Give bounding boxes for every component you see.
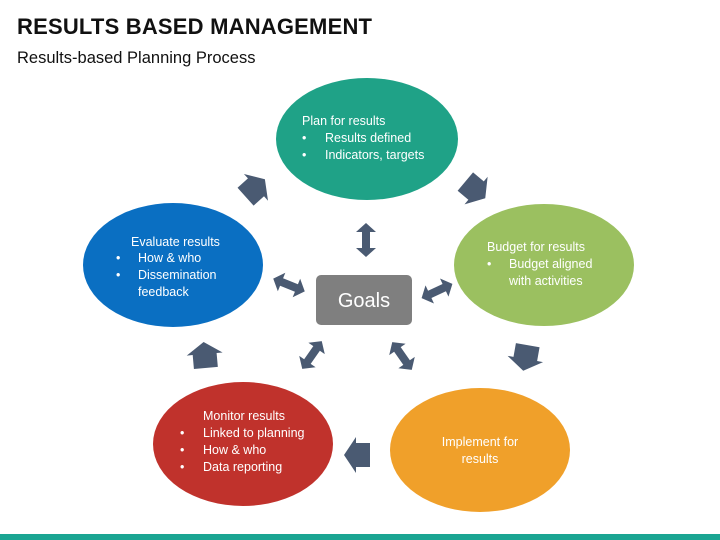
node-monitor-bullet: Linked to planning — [203, 426, 305, 440]
node-evaluate-bullet-mark: • — [116, 268, 120, 282]
node-plan-bullet-mark: • — [302, 131, 306, 145]
cycle-arrow-monitor-to-evaluate-icon — [185, 340, 224, 370]
cycle-arrow-evaluate-to-plan-icon — [233, 165, 277, 211]
node-monitor-bullet-mark: • — [180, 460, 184, 474]
node-plan-bullet: Indicators, targets — [325, 148, 424, 162]
goals-link-plan-icon — [356, 223, 376, 257]
node-evaluate-heading: Evaluate results — [131, 235, 220, 249]
goals-link-monitor-icon — [294, 335, 330, 375]
node-monitor-bullet: How & who — [203, 443, 266, 457]
node-budget-shape — [454, 204, 634, 326]
node-monitor-bullet-mark: • — [180, 426, 184, 440]
goals-link-budget-icon — [417, 274, 457, 308]
node-evaluate-bullet-mark: • — [116, 251, 120, 265]
node-plan-bullet: Results defined — [325, 131, 411, 145]
node-budget-heading: Budget for results — [487, 240, 585, 254]
node-implement-shape — [390, 388, 570, 512]
goals-link-implement-icon — [384, 336, 420, 376]
node-budget-bullet-mark: • — [487, 257, 491, 271]
node-implement: Implement for results — [390, 388, 570, 512]
node-monitor: Monitor results • Linked to planning • H… — [153, 382, 333, 506]
cycle-arrow-plan-to-budget-icon — [453, 167, 497, 213]
node-evaluate-bullet: How & who — [138, 251, 201, 265]
node-evaluate: Evaluate results • How & who • Dissemina… — [83, 203, 263, 327]
node-budget-bullet: Budget aligned — [509, 257, 592, 271]
node-plan-shape — [276, 78, 458, 200]
node-evaluate-shape — [83, 203, 263, 327]
node-evaluate-bullet-continuation: feedback — [138, 285, 189, 299]
center-goals-box — [316, 275, 412, 325]
slide-title: RESULTS BASED MANAGEMENT — [17, 14, 373, 39]
center-goals: Goals — [316, 275, 412, 325]
node-plan-heading: Plan for results — [302, 114, 385, 128]
node-plan: Plan for results • Results defined • Ind… — [276, 78, 458, 200]
node-budget: Budget for results • Budget aligned with… — [454, 204, 634, 326]
node-evaluate-bullet: Dissemination — [138, 268, 217, 282]
node-monitor-bullet: Data reporting — [203, 460, 282, 474]
node-monitor-bullet-mark: • — [180, 443, 184, 457]
node-budget-bullet-continuation: with activities — [508, 274, 583, 288]
node-plan-bullet-mark: • — [302, 148, 306, 162]
cycle-arrow-budget-to-implement-icon — [505, 342, 546, 374]
cycle-arrow-implement-to-monitor-icon — [344, 437, 370, 473]
footer-accent-bar — [0, 534, 720, 540]
slide-subtitle: Results-based Planning Process — [17, 49, 256, 67]
center-goals-label: Goals — [338, 290, 390, 312]
node-monitor-shape — [153, 382, 333, 506]
node-monitor-heading: Monitor results — [203, 409, 285, 423]
node-implement-line: results — [462, 452, 499, 466]
goals-link-evaluate-icon — [269, 269, 309, 301]
node-implement-line: Implement for — [442, 435, 518, 449]
